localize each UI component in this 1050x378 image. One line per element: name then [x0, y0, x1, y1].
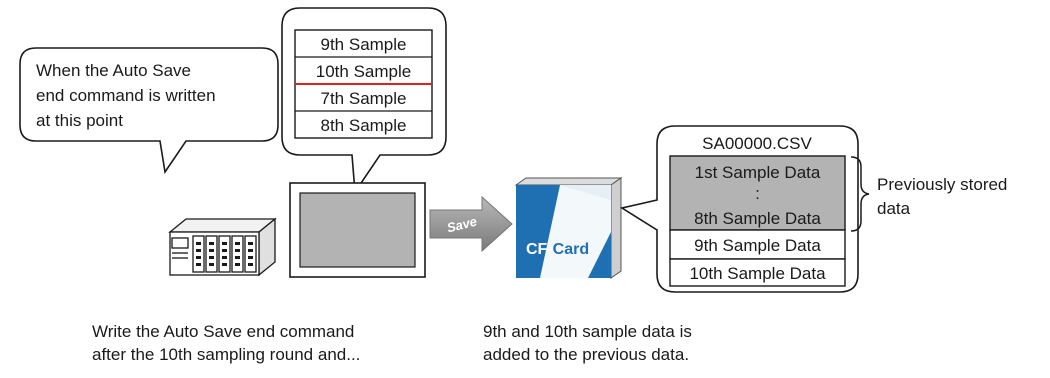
plc-icon: [168, 217, 277, 277]
save-arrow-label: Save: [445, 214, 478, 236]
sample-buffer-bubble: 9th Sample 10th Sample 7th Sample 8th Sa…: [281, 7, 447, 195]
sample-row: 8th Sample: [321, 116, 407, 135]
left-caption: Write the Auto Save end command after th…: [92, 320, 360, 366]
callout-line-2: end command is written: [36, 86, 216, 105]
left-caption-line-1: Write the Auto Save end command: [92, 322, 355, 341]
display-unit: [289, 182, 426, 278]
curly-bracket: [850, 156, 870, 232]
callout-bubble: When the Auto Save end command is writte…: [19, 47, 279, 175]
cf-card-label: CF-Card: [526, 241, 589, 258]
bracket-note-line-1: Previously stored: [877, 175, 1007, 194]
callout-line-1: When the Auto Save: [36, 61, 191, 80]
left-caption-line-2: after the 10th sampling round and...: [92, 345, 361, 364]
stored-data-block: [669, 155, 846, 231]
csv-row: :: [755, 184, 760, 203]
csv-file-bubble: SA00000.CSV 1st Sample Data : 8th Sample…: [619, 125, 859, 293]
csv-row: 10th Sample Data: [689, 264, 826, 283]
right-caption-line-2: added to the previous data.: [483, 345, 690, 364]
sample-row: 10th Sample: [316, 62, 411, 81]
right-caption-line-1: 9th and 10th sample data is: [483, 322, 692, 341]
display-screen: [299, 192, 416, 268]
csv-row: 1st Sample Data: [695, 163, 821, 182]
cf-card-icon: CF-Card: [514, 177, 623, 279]
csv-row: 8th Sample Data: [694, 209, 821, 228]
save-arrow: Save: [429, 195, 513, 253]
bracket-note-line-2: data: [877, 199, 911, 218]
csv-filename: SA00000.CSV: [702, 134, 812, 153]
csv-row: 9th Sample Data: [694, 236, 821, 255]
sample-row: 7th Sample: [321, 89, 407, 108]
callout-line-3: at this point: [36, 111, 123, 130]
right-caption: 9th and 10th sample data is added to the…: [483, 320, 692, 366]
sample-row: 9th Sample: [321, 35, 407, 54]
